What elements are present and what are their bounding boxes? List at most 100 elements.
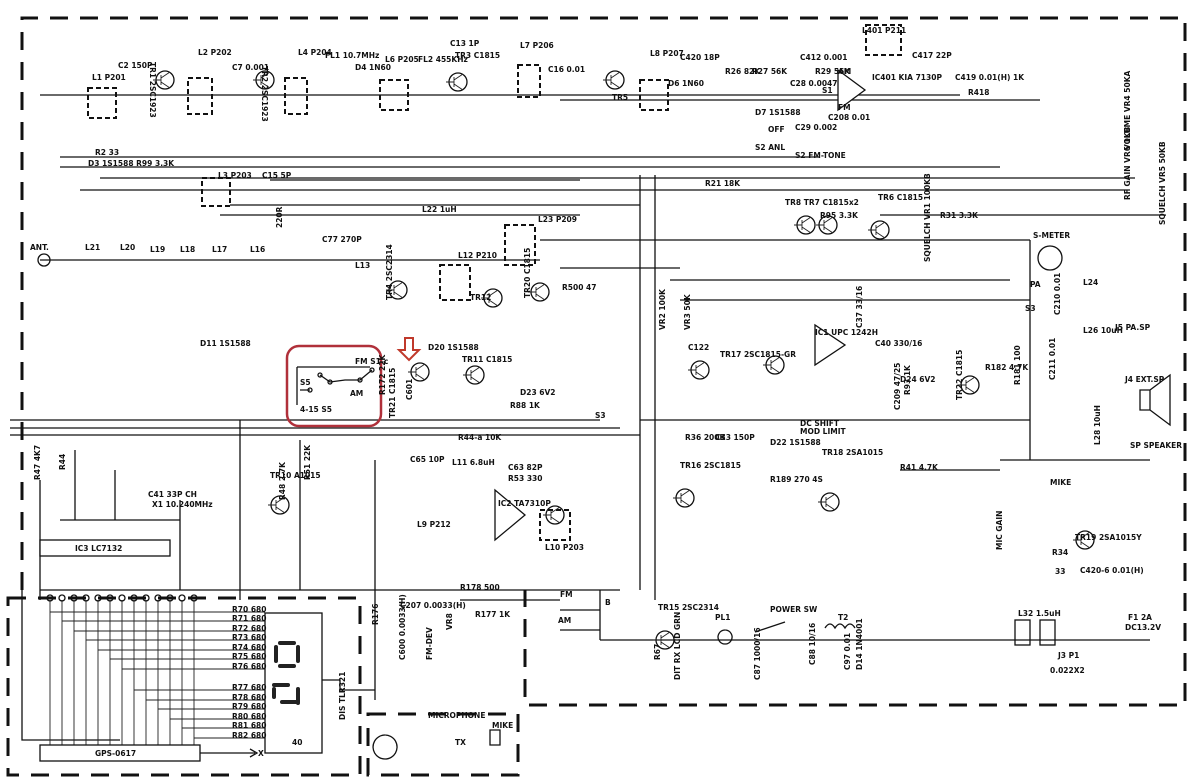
label-mike2: MIKE: [492, 721, 513, 730]
label-l21: L21: [85, 243, 100, 252]
label-r72: R72 680: [232, 624, 266, 633]
highlight-box: [285, 344, 383, 428]
display-trace: [181, 600, 265, 745]
label-l12: L12 P210: [458, 251, 497, 260]
label-tr20: TR20 C1815: [523, 248, 532, 298]
label-f1: F1 2A: [1128, 613, 1152, 622]
speaker-icon: [1139, 373, 1171, 427]
label-dcshift: DC SHIFT: [800, 419, 840, 428]
transistor-leads: [543, 506, 561, 524]
label-power: POWER SW: [770, 605, 818, 614]
label-l10: L10 P203: [545, 543, 584, 552]
microphone-connector-icon: [372, 729, 501, 760]
label-pa: PA: [1030, 280, 1041, 289]
label-r44b: R44: [58, 454, 67, 470]
label-tr3: TR3 C1815: [455, 51, 500, 60]
label-l32: L32 1.5uH: [1018, 609, 1061, 618]
gps-0617-chip: [39, 744, 201, 762]
label-c40: C40 330/16: [875, 339, 922, 348]
label-off: OFF: [768, 125, 785, 134]
label-r79: R79 680: [232, 702, 266, 711]
label-r71: R71 680: [232, 614, 266, 623]
display-trace: [169, 600, 265, 745]
label-mike1: MIKE: [1050, 478, 1071, 487]
ic2-amp: [494, 488, 527, 542]
label-microphone: MICROPHONE: [428, 711, 485, 720]
label-c420b: C420-6 0.01(H): [1080, 566, 1144, 575]
label-fmtone: S2 FM-TONE: [795, 151, 846, 160]
label-dis: DIS TLR321: [338, 672, 347, 720]
label-tr6: TR6 C1815: [878, 193, 923, 202]
label-c97: C97 0.01: [843, 633, 852, 670]
label-l3: L3 P203: [218, 171, 252, 180]
label-c412: C412 0.001: [800, 53, 848, 62]
transistor-leads: [408, 363, 426, 381]
label-r177: R177 1K: [475, 610, 511, 619]
label-r51: R51 22K: [303, 444, 312, 480]
label-ditrx: DIT RX LCD GRN: [673, 612, 682, 680]
label-c63: C63 82P: [508, 463, 543, 472]
label-am3: AM: [558, 616, 571, 625]
antenna-connector-icon: [37, 253, 51, 267]
label-c600: C600 0.0033(H): [398, 594, 407, 660]
label-c420: C420 18P: [680, 53, 720, 62]
seven-segment-display: [272, 641, 300, 705]
transistor-leads: [481, 289, 499, 307]
bus-node: [70, 594, 78, 602]
bus-node: [118, 594, 126, 602]
label-d11: D11 1S1588: [200, 339, 251, 348]
display-segment: [296, 645, 300, 663]
display-trace: [133, 600, 265, 745]
transistor-leads: [673, 489, 691, 507]
label-vr3: VR3 50K: [683, 293, 692, 330]
display-segment: [272, 683, 290, 687]
label-c87: C87 1000/16: [753, 627, 762, 680]
label-r181: R181 100: [1013, 345, 1022, 385]
label-d23: D23 6V2: [520, 388, 556, 397]
label-r220: 220R: [275, 206, 284, 228]
label-r78: R78 680: [232, 693, 266, 702]
label-gps: GPS-0617: [95, 749, 136, 758]
display-trace: [193, 600, 265, 745]
label-fm1: FM: [838, 103, 851, 112]
bus-node: [106, 594, 114, 602]
label-tr11: TR11 C1815: [462, 355, 512, 364]
label-r2: R2 33: [95, 148, 119, 157]
label-s5b: 4-15 S5: [300, 405, 332, 414]
label-l401: L401 P211: [862, 26, 906, 35]
label-l4: L4 P204: [298, 48, 332, 57]
label-r47: R47 4K7: [33, 445, 42, 480]
label-j5: J5 PA.SP: [1114, 323, 1151, 332]
label-d3: D3 1S1588 R99 3.3K: [88, 159, 175, 168]
ic401-amp: [837, 68, 867, 112]
microphone-board-border: [366, 712, 520, 777]
label-c208: C208 0.01: [828, 113, 870, 122]
transistor-leads: [794, 216, 812, 234]
label-tr18: TR18 2SA1015: [822, 448, 883, 457]
label-l20: L20: [120, 243, 135, 252]
transistor-leads: [688, 361, 706, 379]
label-r172: R172 22K: [378, 354, 387, 395]
transistor-leads: [763, 356, 781, 374]
label-r80: R80 680: [232, 712, 266, 721]
label-l7: L7 P206: [520, 41, 554, 50]
label-r34: R34: [1052, 548, 1068, 557]
transistor-leads: [603, 71, 621, 89]
label-s2: S2 ANL: [755, 143, 785, 152]
label-d20: D20 1S1588: [428, 343, 479, 352]
display-trace: [145, 600, 265, 745]
bus-node: [190, 594, 198, 602]
label-ic3: IC3 LC7132: [75, 544, 122, 553]
display-trace: [49, 600, 265, 745]
label-speaker: SP SPEAKER: [1130, 441, 1182, 450]
led-display: [264, 612, 323, 754]
label-d4: D4 1N60: [355, 63, 391, 72]
label-c88: C88 10/16: [808, 623, 817, 665]
label-s5: S5: [300, 378, 311, 387]
transistor-leads: [818, 493, 836, 511]
label-c211: C211 0.01: [1048, 338, 1057, 380]
label-d24: D24 6V2: [900, 375, 936, 384]
transistor-leads: [1073, 531, 1091, 549]
